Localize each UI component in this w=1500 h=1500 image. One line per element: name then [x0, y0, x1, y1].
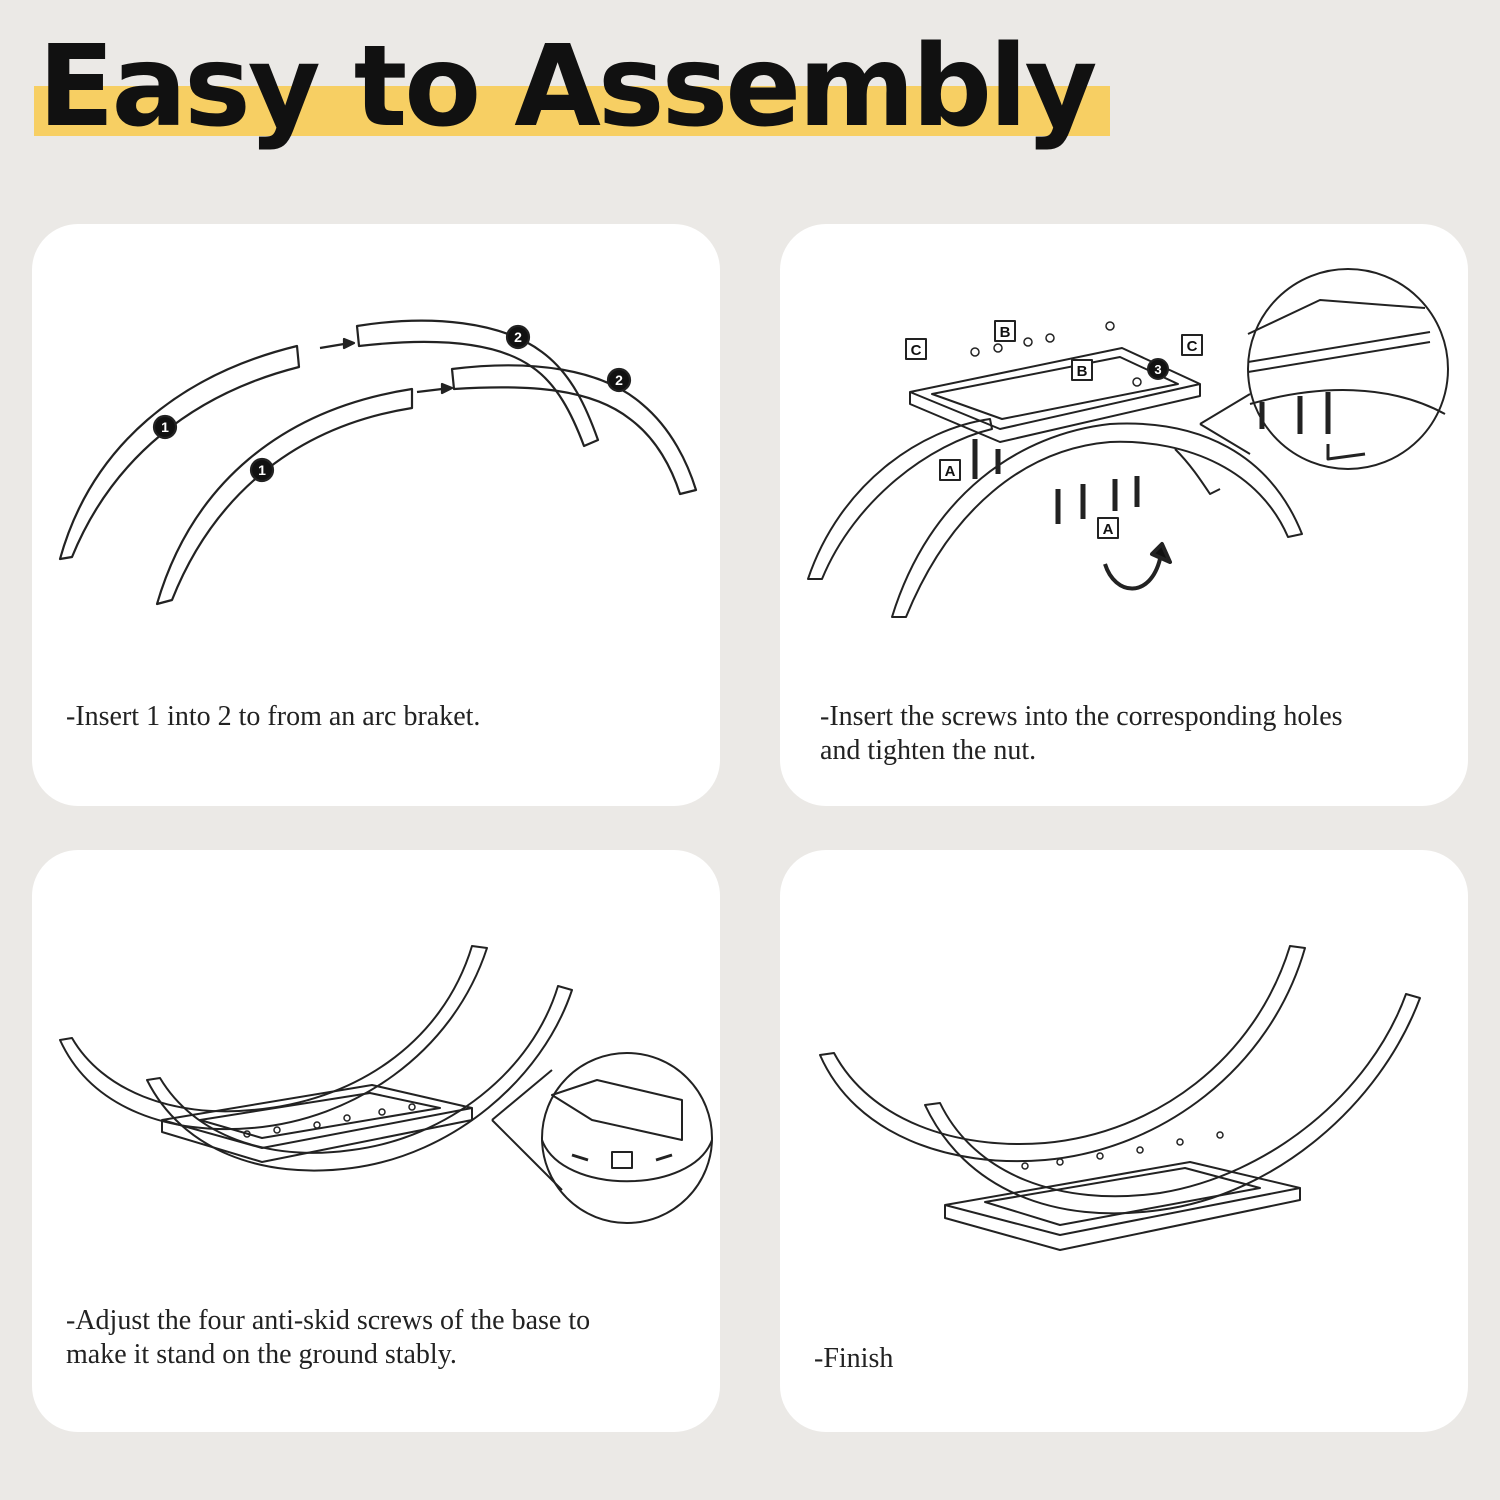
step-4-caption: -Finish	[814, 1343, 894, 1374]
rotate-arrow-icon	[1103, 542, 1172, 591]
svg-text:3: 3	[1154, 362, 1161, 377]
label-b-mid: B	[1071, 359, 1093, 381]
svg-text:B: B	[1000, 324, 1011, 341]
svg-text:2: 2	[615, 372, 623, 388]
svg-text:2: 2	[514, 329, 522, 345]
svg-text:B: B	[1077, 363, 1088, 380]
part-label-2-back: 2	[505, 324, 531, 350]
svg-text:C: C	[1187, 338, 1198, 355]
arc-parts-illustration: 1 1 2 2	[58, 319, 698, 606]
svg-text:C: C	[911, 342, 922, 359]
part-label-1-back: 1	[152, 414, 178, 440]
step-card-1: 1 1 2 2 -Insert 1 into 2 to from an arc …	[32, 224, 720, 806]
step-3-caption: -Adjust the four anti-skid screws of the…	[66, 1305, 591, 1370]
label-c-left: C	[905, 338, 927, 360]
nuts-b	[970, 321, 1142, 387]
title-highlight	[34, 86, 1110, 136]
label-b-top: B	[994, 320, 1016, 342]
foot-detail-zoom-circle	[491, 1052, 713, 1224]
page-title: Easy to Assembly	[38, 22, 1097, 152]
svg-text:1: 1	[161, 419, 169, 435]
part-label-2-front: 2	[606, 367, 632, 393]
screw-frame-illustration: C B B C A A 3	[807, 268, 1449, 618]
step-card-4: -Finish	[780, 850, 1468, 1432]
part-label-1-front: 1	[249, 457, 275, 483]
step-card-2: C B B C A A 3 -Insert the screws into th…	[780, 224, 1468, 806]
label-a-bottom: A	[1097, 517, 1119, 539]
detail-zoom-circle	[1199, 268, 1449, 470]
svg-text:A: A	[1103, 521, 1114, 538]
step-2-caption: -Insert the screws into the correspondin…	[820, 701, 1343, 766]
step-card-3: -Adjust the four anti-skid screws of the…	[32, 850, 720, 1432]
bolts-a	[972, 439, 1140, 524]
label-a-left: A	[939, 459, 961, 481]
adjust-feet-illustration	[59, 945, 713, 1224]
svg-text:1: 1	[258, 462, 266, 478]
label-c-right: C	[1181, 334, 1203, 356]
finished-rack-illustration	[819, 945, 1421, 1251]
part-label-3: 3	[1147, 358, 1169, 380]
svg-text:A: A	[945, 463, 956, 480]
step-1-caption: -Insert 1 into 2 to from an arc braket.	[66, 701, 481, 732]
header: Easy to Assembly	[34, 22, 1114, 152]
